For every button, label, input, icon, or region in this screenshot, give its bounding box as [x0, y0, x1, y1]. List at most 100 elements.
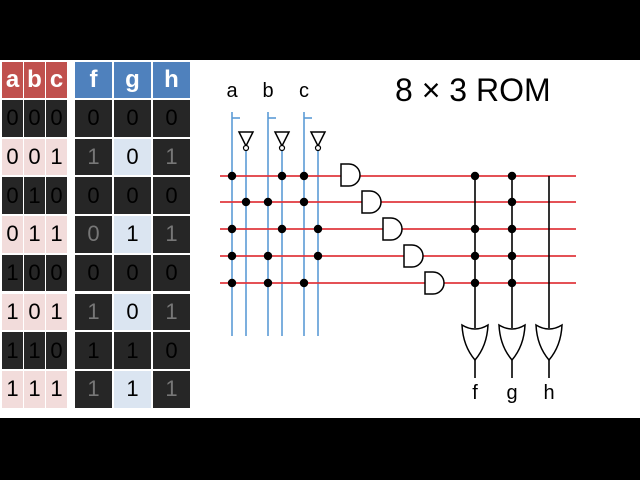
and-gate — [361, 190, 382, 214]
connection-dot — [263, 251, 273, 261]
table-cell-output: 0 — [153, 332, 190, 369]
table-cell-output: 0 — [75, 216, 112, 253]
inverter-gate — [237, 131, 255, 148]
table-cell-output: 1 — [153, 370, 190, 408]
table-cell-output: 1 — [153, 138, 190, 176]
connection-dot — [299, 197, 309, 207]
inverter-gate — [309, 131, 327, 148]
connection-dot — [507, 251, 517, 261]
input-label: a — [226, 80, 238, 102]
table-cell-input: 0 — [2, 177, 23, 215]
table-cell-input: 0 — [24, 100, 45, 137]
connection-dot — [470, 278, 480, 288]
table-cell-output: 1 — [75, 370, 112, 408]
table-cell-output: 0 — [75, 254, 112, 292]
connection-dot — [313, 251, 323, 261]
table-cell-input: 0 — [24, 138, 45, 176]
table-cell-input: 0 — [46, 177, 67, 215]
table-header-output: h — [153, 62, 190, 98]
connection-dot — [470, 171, 480, 181]
inverter-bubble — [278, 144, 286, 152]
inverter-gate — [273, 131, 291, 148]
table-cell-output: 0 — [114, 254, 151, 292]
table-cell-output: 0 — [75, 177, 112, 215]
connection-dot — [263, 278, 273, 288]
table-cell-input: 0 — [2, 138, 23, 176]
connection-dot — [299, 278, 309, 288]
table-cell-output: 0 — [75, 100, 112, 137]
input-label: b — [262, 80, 274, 102]
connection-dot — [507, 224, 517, 234]
connection-dot — [277, 171, 287, 181]
or-gate — [498, 323, 526, 362]
table-cell-output: 1 — [75, 293, 112, 331]
or-gate — [535, 323, 563, 362]
table-cell-output: 1 — [153, 216, 190, 253]
output-label: h — [543, 382, 555, 404]
table-cell-input: 1 — [24, 216, 45, 253]
table-header-output: f — [75, 62, 112, 98]
connection-dot — [227, 171, 237, 181]
connection-dot — [277, 224, 287, 234]
connection-dot — [227, 251, 237, 261]
table-cell-input: 1 — [46, 293, 67, 331]
and-gate — [382, 217, 403, 241]
table-cell-input: 1 — [46, 370, 67, 408]
connection-dot — [227, 224, 237, 234]
table-header-output: g — [114, 62, 151, 98]
table-cell-output: 1 — [114, 216, 151, 253]
output-label: f — [472, 382, 478, 404]
table-cell-output: 0 — [153, 254, 190, 292]
table-cell-input: 1 — [24, 332, 45, 369]
and-gate — [340, 163, 361, 187]
table-cell-output: 1 — [114, 332, 151, 369]
connection-dot — [470, 251, 480, 261]
inverter-bubble — [242, 144, 250, 152]
connection-dot — [263, 197, 273, 207]
table-cell-input: 0 — [46, 332, 67, 369]
table-header-input: c — [46, 62, 67, 98]
table-cell-input: 1 — [2, 293, 23, 331]
connection-dot — [299, 171, 309, 181]
connection-dot — [507, 197, 517, 207]
table-cell-output: 1 — [75, 138, 112, 176]
connection-dot — [507, 278, 517, 288]
table-cell-output: 0 — [153, 100, 190, 137]
or-gate — [461, 323, 489, 362]
table-cell-output: 1 — [75, 332, 112, 369]
table-cell-output: 1 — [114, 370, 151, 408]
and-gate — [403, 244, 424, 268]
connection-dot — [313, 224, 323, 234]
connection-dot — [227, 278, 237, 288]
connection-dot — [241, 197, 251, 207]
table-cell-input: 1 — [2, 370, 23, 408]
table-cell-input: 0 — [2, 216, 23, 253]
output-label: g — [506, 382, 518, 404]
table-header-input: a — [2, 62, 23, 98]
table-cell-input: 1 — [2, 332, 23, 369]
and-gate — [424, 271, 445, 295]
table-cell-input: 1 — [2, 254, 23, 292]
input-label: c — [299, 80, 309, 102]
connection-dot — [470, 224, 480, 234]
table-cell-input: 0 — [24, 293, 45, 331]
table-cell-output: 1 — [153, 293, 190, 331]
table-cell-output: 0 — [153, 177, 190, 215]
table-cell-input: 0 — [46, 100, 67, 137]
slide-title: 8 × 3 ROM — [395, 72, 551, 108]
table-cell-input: 1 — [24, 177, 45, 215]
table-cell-output: 0 — [114, 138, 151, 176]
table-cell-input: 0 — [46, 254, 67, 292]
table-header-input: b — [24, 62, 45, 98]
table-cell-output: 0 — [114, 100, 151, 137]
table-cell-input: 1 — [46, 138, 67, 176]
inverter-bubble — [314, 144, 322, 152]
table-cell-output: 0 — [114, 177, 151, 215]
table-cell-input: 1 — [24, 370, 45, 408]
table-cell-input: 1 — [46, 216, 67, 253]
table-cell-output: 0 — [114, 293, 151, 331]
table-cell-input: 0 — [24, 254, 45, 292]
connection-dot — [507, 171, 517, 181]
